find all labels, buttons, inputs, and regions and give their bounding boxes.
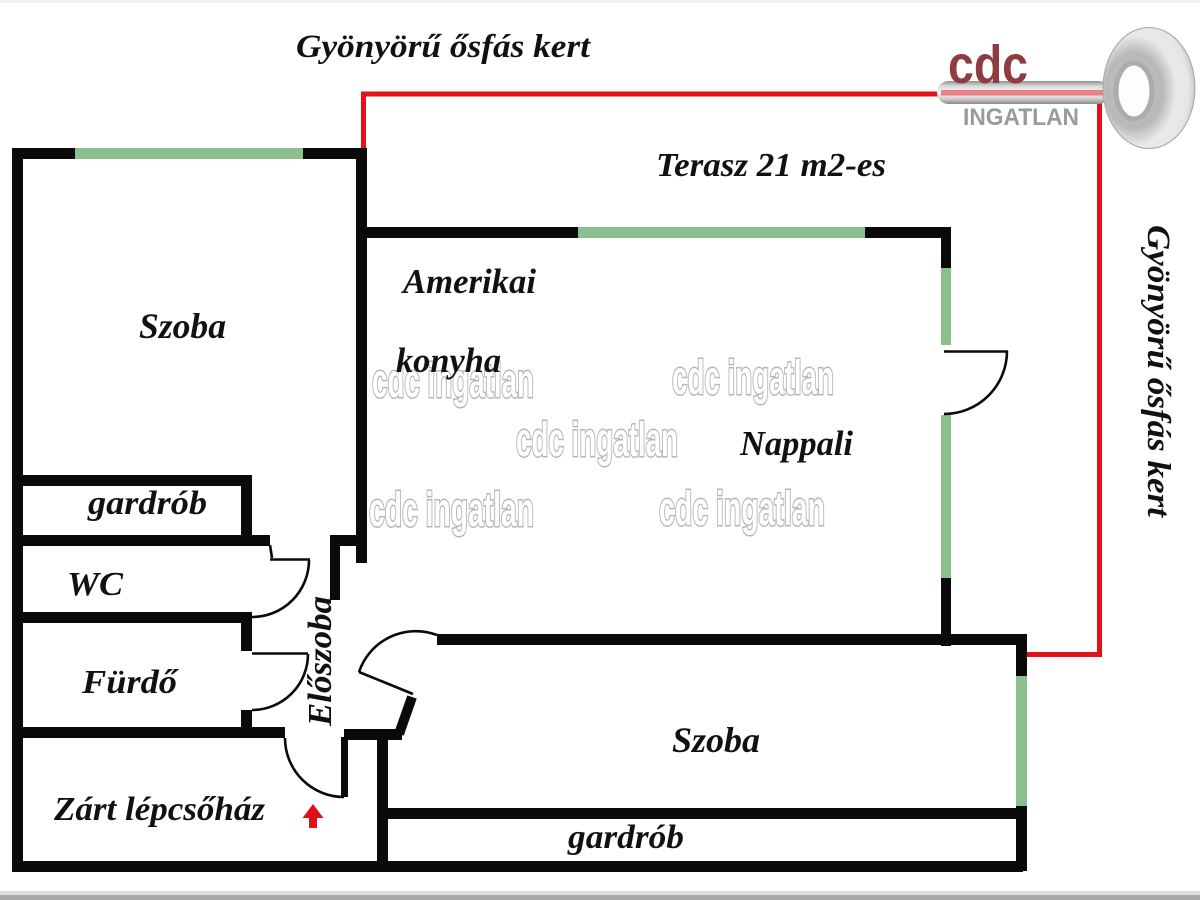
svg-text:Szoba: Szoba <box>139 306 226 346</box>
svg-text:WC: WC <box>67 566 123 603</box>
svg-text:Gyönyörű ősfás kert: Gyönyörű ősfás kert <box>1140 225 1176 518</box>
svg-text:Zárt lépcsőház: Zárt lépcsőház <box>53 791 266 828</box>
svg-text:gardrób: gardrób <box>567 819 684 856</box>
svg-text:INGATLAN: INGATLAN <box>963 104 1079 131</box>
svg-text:cdc ingatlan: cdc ingatlan <box>672 352 834 405</box>
svg-text:gardrób: gardrób <box>87 485 207 522</box>
svg-text:cdc ingatlan: cdc ingatlan <box>372 355 534 408</box>
svg-text:Terasz 21 m2-es: Terasz 21 m2-es <box>656 147 886 184</box>
svg-text:Gyönyörű ősfás kert: Gyönyörű ősfás kert <box>296 29 591 65</box>
svg-text:cdc ingatlan: cdc ingatlan <box>659 483 825 536</box>
svg-text:cdc ingatlan: cdc ingatlan <box>369 484 534 537</box>
svg-text:Amerikai: Amerikai <box>401 262 536 301</box>
svg-text:konyha: konyha <box>396 341 501 380</box>
svg-text:Szoba: Szoba <box>672 720 760 760</box>
svg-text:cdc: cdc <box>948 35 1028 95</box>
svg-text:Nappali: Nappali <box>739 424 853 463</box>
svg-text:Fürdő: Fürdő <box>81 664 179 701</box>
svg-text:cdc ingatlan: cdc ingatlan <box>516 414 678 467</box>
svg-text:Előszoba: Előszoba <box>302 596 339 727</box>
